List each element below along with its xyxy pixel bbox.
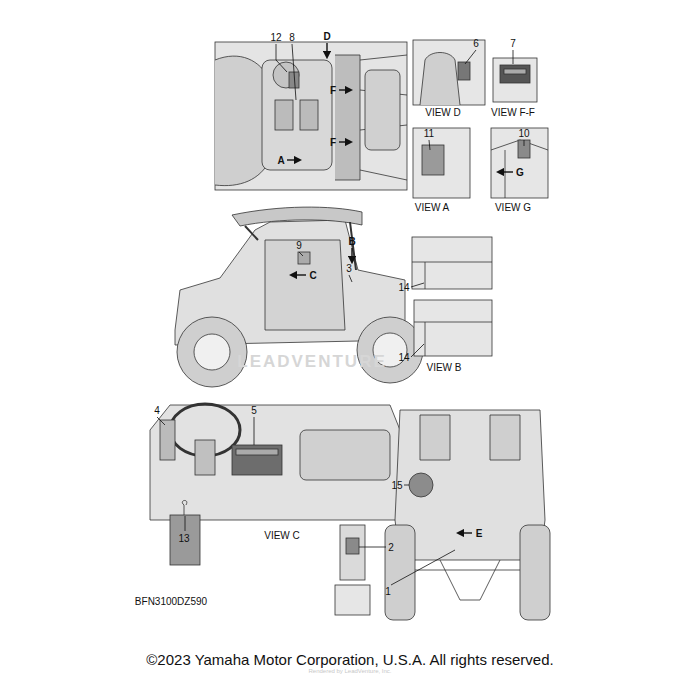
copyright-caption: ©2023 Yamaha Motor Corporation, U.S.A. A… (0, 651, 700, 668)
view-letter: C (309, 270, 316, 281)
view-letter: E (476, 528, 483, 539)
callout-number: 6 (473, 38, 479, 49)
watermark: LEADVENTURE (237, 353, 387, 372)
view-title: VIEW G (495, 202, 531, 213)
drawing-code: BFN3100DZ590 (135, 596, 207, 607)
view-letter: D (323, 31, 330, 42)
view-title: VIEW C (264, 530, 300, 541)
view-letter: G (516, 167, 524, 178)
callout-number: 15 (391, 480, 402, 491)
callout-number: 7 (510, 38, 516, 49)
callout-number: 12 (270, 32, 281, 43)
callout-number: 4 (154, 405, 160, 416)
callout-number: 2 (388, 542, 394, 553)
callout-number: 3 (346, 263, 352, 274)
callout-number: 10 (518, 128, 529, 139)
callout-number: 8 (289, 32, 295, 43)
callout-number: 1 (385, 586, 391, 597)
watermark: Rendered by LeadVenture, Inc. (308, 668, 391, 675)
callout-number: 11 (424, 128, 434, 139)
callout-number: 14 (398, 282, 409, 293)
view-title: VIEW A (415, 202, 449, 213)
view-letter: F (330, 137, 336, 148)
callout-number: 5 (251, 405, 257, 416)
view-letter: A (277, 155, 284, 166)
view-letter: F (330, 85, 336, 96)
view-letter: B (348, 236, 355, 247)
view-title: VIEW B (426, 362, 461, 373)
view-title: VIEW D (425, 107, 461, 118)
callout-number: 9 (296, 240, 302, 251)
view-title: VIEW F-F (491, 107, 535, 118)
callout-number: 14 (398, 352, 409, 363)
callout-number: 13 (178, 533, 189, 544)
